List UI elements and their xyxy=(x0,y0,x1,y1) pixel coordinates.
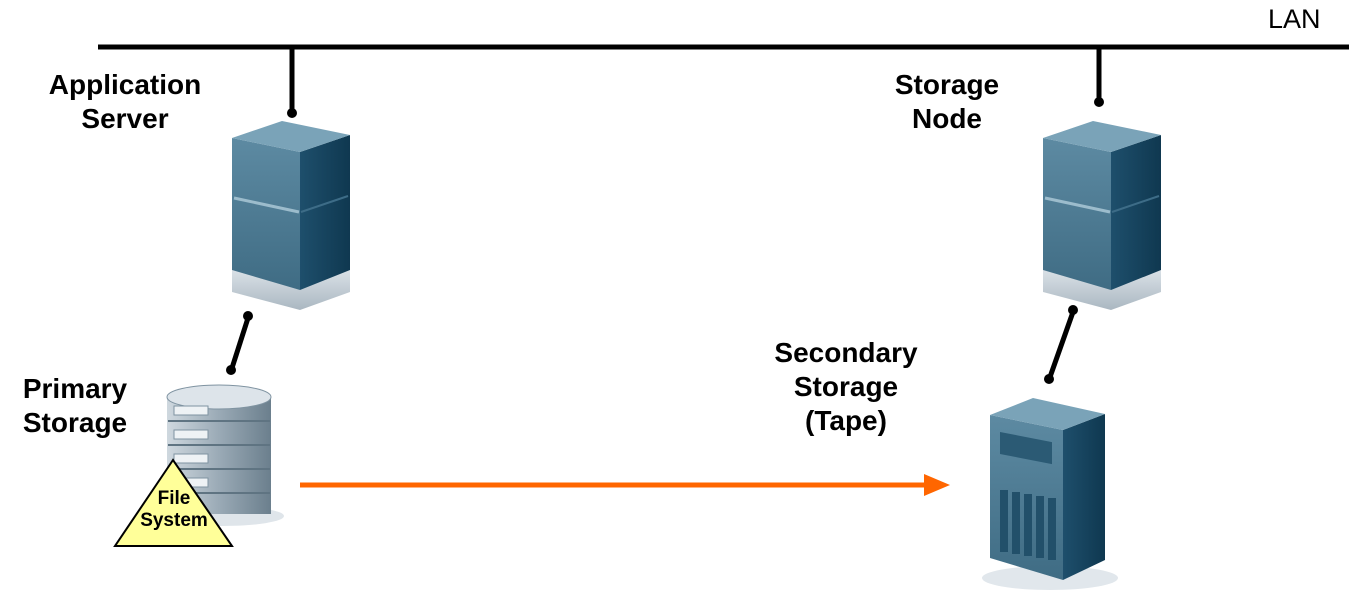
lan-label: LAN xyxy=(1268,4,1321,34)
primary-storage-label-line1: Primary xyxy=(22,373,128,404)
application-server-icon xyxy=(232,121,350,310)
storage-node-label: Storage Node xyxy=(888,68,1006,136)
secondary-storage-label-line2: Storage xyxy=(793,371,899,402)
primary-storage-label-line2: Storage xyxy=(22,407,128,438)
application-server-label: Application Server xyxy=(36,68,214,136)
secondary-storage-label: Secondary Storage (Tape) xyxy=(760,336,932,438)
tape-slots xyxy=(1000,490,1056,560)
migration-arrow xyxy=(300,474,950,496)
application-server-label-line2: Server xyxy=(81,103,169,134)
file-system-label: File System xyxy=(122,488,226,532)
primary-storage-label: Primary Storage xyxy=(10,372,140,440)
secondary-storage-tape-library-icon xyxy=(982,398,1118,590)
app-server-lan-link xyxy=(287,47,297,118)
storage-node-secondary-storage-link xyxy=(1044,305,1078,384)
file-system-label-line1: File xyxy=(157,488,191,509)
secondary-storage-label-line3: (Tape) xyxy=(805,405,887,436)
storage-node-lan-link xyxy=(1094,47,1104,107)
application-server-label-line1: Application xyxy=(48,69,202,100)
storage-node-label-line1: Storage xyxy=(894,69,1000,100)
file-system-label-line2: System xyxy=(140,510,208,531)
storage-node-label-line2: Node xyxy=(912,103,982,134)
storage-node-icon xyxy=(1043,121,1161,310)
file-system-triangle xyxy=(113,458,234,547)
secondary-storage-label-line1: Secondary xyxy=(774,337,918,368)
app-server-primary-storage-link xyxy=(226,311,253,375)
